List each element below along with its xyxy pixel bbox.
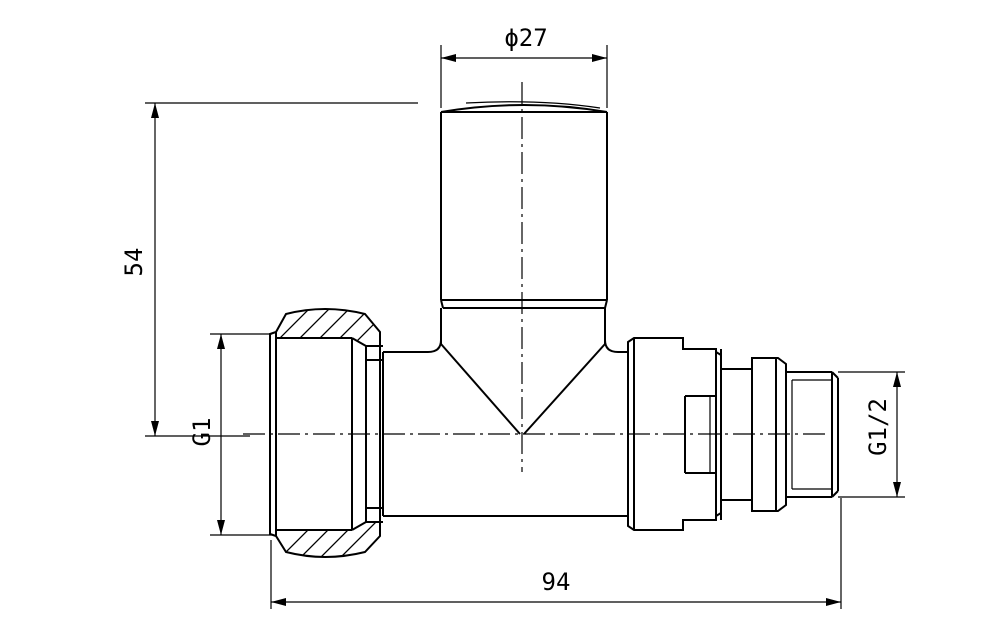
dimension-length: 94 <box>270 498 842 609</box>
dimension-label-left-thread: G1 <box>188 418 216 447</box>
dimension-right-thread: G1/2 <box>838 371 905 498</box>
dimension-label-height: 54 <box>120 248 148 277</box>
dimension-label-length: 94 <box>542 568 571 596</box>
dimension-label-top-diameter: ϕ27 <box>504 24 547 52</box>
dimension-left-thread: G1 <box>188 333 272 536</box>
dimension-height: 54 <box>120 102 418 437</box>
right-threaded-tail <box>721 357 839 512</box>
valve-cap <box>440 101 608 309</box>
dimension-label-right-thread: G1/2 <box>864 398 892 456</box>
right-lock-nut <box>627 337 722 531</box>
valve-body <box>382 308 628 517</box>
dimension-top-diameter: ϕ27 <box>440 24 608 108</box>
